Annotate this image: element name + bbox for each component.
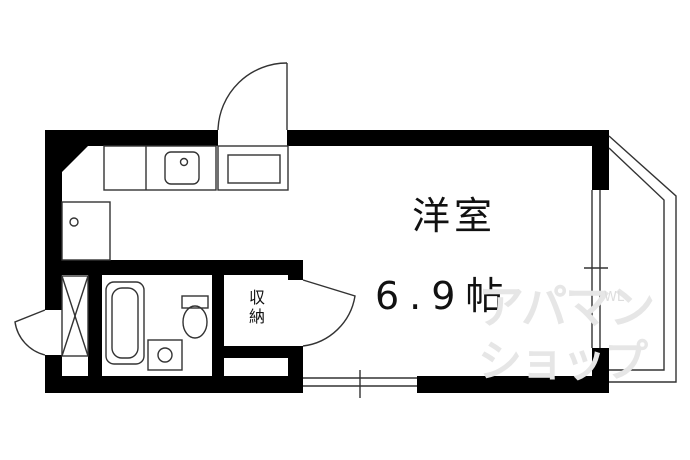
watermark-tag: WL [604, 290, 625, 305]
closet-label: 収納 [248, 288, 265, 326]
wall-bath-right [212, 260, 224, 393]
wall-top-left [45, 130, 218, 146]
wall-right-upper [592, 130, 609, 190]
watermark-line1: アパマン [478, 280, 655, 334]
room-name: 洋室 [412, 194, 497, 238]
wall-left-upper [45, 130, 62, 310]
washer-space [61, 201, 111, 261]
shoe-cabinet [61, 275, 89, 357]
wall-bottom-left [45, 376, 303, 393]
wall-top-right [287, 130, 609, 146]
left-door-swing [14, 309, 46, 356]
toilet [181, 295, 209, 309]
room-size: 6.9帖 [375, 274, 514, 318]
fixtures [14, 62, 677, 398]
walls [45, 130, 609, 393]
wall-closet-bottom [224, 346, 303, 358]
fridge-space [217, 145, 289, 191]
wall-mid-horizontal [45, 260, 303, 275]
kitchen-sink [164, 151, 200, 185]
wall-bottom-right [417, 376, 609, 393]
corner-pillar [62, 146, 88, 172]
entrance-door-swing [217, 62, 288, 131]
watermark-line2: ショップ [478, 336, 648, 387]
kitchen-counter [103, 145, 217, 191]
wall-entry-left [88, 260, 102, 393]
closet-door-swing [302, 279, 356, 347]
balcony [608, 135, 677, 383]
bath-sink [147, 339, 183, 371]
bathtub [105, 281, 145, 365]
wall-closet-right [288, 260, 303, 280]
